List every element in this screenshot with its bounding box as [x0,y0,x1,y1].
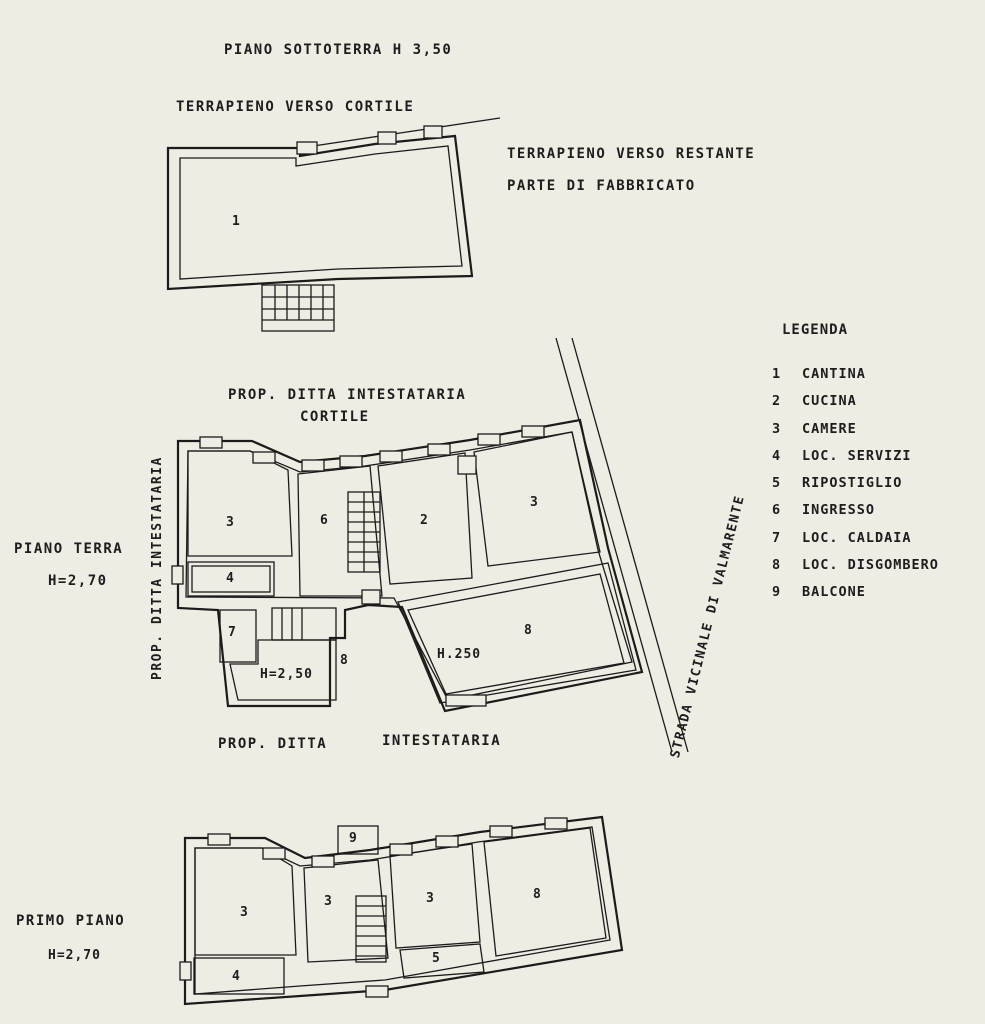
basement-note-top: TERRAPIENO VERSO CORTILE [176,99,415,115]
legend-item-label: CUCINA [802,393,857,410]
ground-title: PIANO TERRA [14,541,124,557]
legend-item-label: BALCONE [802,584,866,601]
first-title: PRIMO PIANO [16,913,126,929]
ground-note-top-2: CORTILE [300,409,370,425]
room-label-first-3c: 3 [426,891,434,906]
room-label-ground-3b: 3 [530,495,538,510]
ground-height-low: H=2,50 [260,667,313,682]
legend-item-num: 8 [772,557,782,574]
ground-note-left: PROP. DITTA INTESTATARIA [150,456,165,680]
legend-item-num: 2 [772,393,782,410]
legend-item-num: 6 [772,502,782,519]
first-floor-plan [179,815,624,1006]
legend-item-label: LOC. CALDAIA [802,529,912,546]
legend-list: 1 CANTINA 2 CUCINA 3 CAMERE 4 LOC. SERVIZI 5… [772,366,939,612]
room-label-first-3b: 3 [324,894,332,909]
ground-note-bottom-a: PROP. DITTA [218,736,328,752]
legend-item-num: 9 [772,584,782,601]
legend-item-num: 4 [772,447,782,464]
legend-item: 4 LOC. SERVIZI [772,448,939,475]
room-label-ground-7: 7 [228,625,236,640]
legend-item: 5 RIPOSTIGLIO [772,475,939,502]
first-height: H=2,70 [48,948,101,963]
legend-title: LEGENDA [782,322,849,338]
room-label-first-9: 9 [349,831,357,846]
basement-note-right-1: TERRAPIENO VERSO RESTANTE [507,146,756,162]
room-label-basement-1: 1 [232,214,240,229]
room-label-first-5: 5 [432,951,440,966]
room-label-ground-8b: 8 [524,623,532,638]
room-label-first-3a: 3 [240,905,248,920]
legend-item: 6 INGRESSO [772,502,939,529]
legend-item: 1 CANTINA [772,366,939,393]
road-lines [555,337,689,753]
legend-item: 7 LOC. CALDAIA [772,530,939,557]
room-label-first-4: 4 [232,969,240,984]
legend-item-label: CAMERE [802,420,857,437]
legend-item-label: RIPOSTIGLIO [802,475,903,492]
room-label-ground-6: 6 [320,513,328,528]
legend-item-num: 7 [772,529,782,546]
basement-plan [166,117,501,332]
legend-item-num: 5 [772,475,782,492]
room-label-ground-2: 2 [420,513,428,528]
legend-item-num: 3 [772,420,782,437]
legend-item: 8 LOC. DISGOMBERO [772,557,939,584]
room-label-ground-3a: 3 [226,515,234,530]
legend-item: 3 CAMERE [772,421,939,448]
ground-height-low2: H.250 [437,647,482,662]
legend: LEGENDA 1 CANTINA 2 CUCINA 3 CAMERE 4 LOC. S… [772,322,939,612]
room-label-ground-8a: 8 [340,653,348,668]
legend-item-label: LOC. SERVIZI [802,447,912,464]
legend-item-label: LOC. DISGOMBERO [802,557,939,574]
ground-note-bottom-b: INTESTATARIA [382,733,502,749]
ground-height: H=2,70 [48,573,108,589]
basement-title: PIANO SOTTOTERRA H 3,50 [224,42,453,58]
legend-item: 9 BALCONE [772,584,939,611]
legend-item: 2 CUCINA [772,393,939,420]
ground-note-top-1: PROP. DITTA INTESTATARIA [228,387,467,403]
room-label-ground-4: 4 [226,571,234,586]
room-label-first-8: 8 [533,887,541,902]
legend-item-num: 1 [772,366,782,382]
ground-floor-plan [171,418,644,713]
legend-item-label: INGRESSO [802,502,876,519]
basement-note-right-2: PARTE DI FABBRICATO [507,178,696,194]
legend-item-label: CANTINA [802,366,866,382]
